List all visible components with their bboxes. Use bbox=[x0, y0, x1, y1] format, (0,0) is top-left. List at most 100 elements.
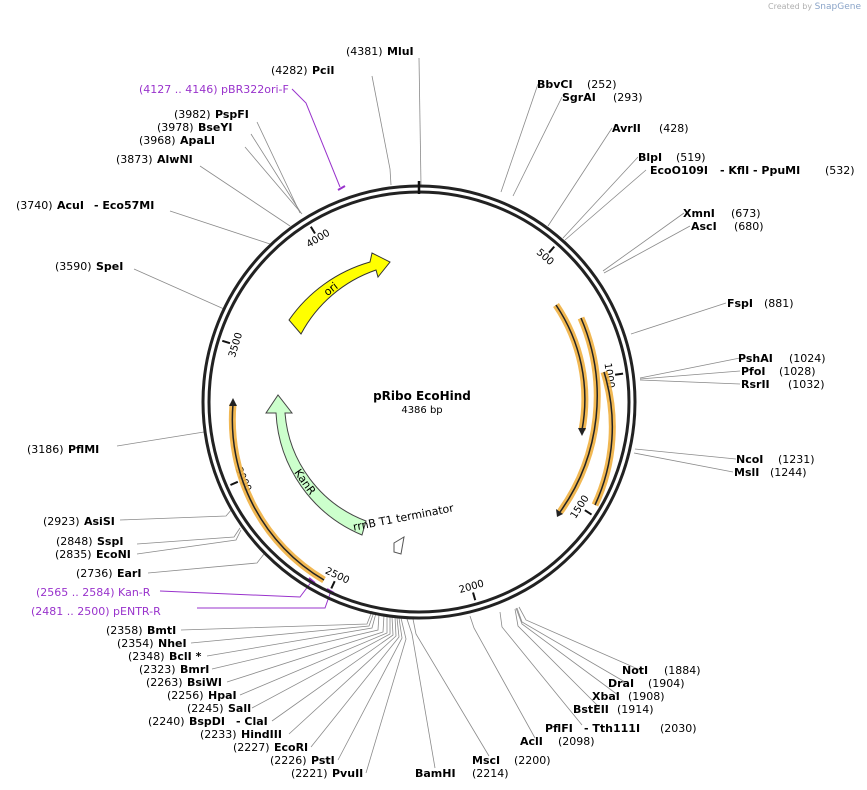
enzyme-site[interactable]: (3978)BseYI bbox=[157, 121, 232, 134]
credit-prefix: Created by bbox=[768, 2, 813, 11]
enzyme-site[interactable]: RsrII(1032) bbox=[741, 378, 825, 391]
enzyme-pos: (4381) bbox=[346, 45, 383, 58]
kanr-arrow[interactable] bbox=[265, 394, 367, 536]
primer-label[interactable]: (4127 .. 4146) pBR322ori-F bbox=[139, 83, 289, 96]
enzyme-site[interactable]: (2263)BsiWI bbox=[146, 676, 222, 689]
enzyme-name: PflFI bbox=[545, 722, 573, 735]
enzyme-name: HindIII bbox=[241, 728, 282, 741]
enzyme-site[interactable]: (2256)HpaI bbox=[167, 689, 237, 702]
enzyme-site[interactable]: (2354)NheI bbox=[117, 637, 187, 650]
enzyme-name: BsiWI bbox=[187, 676, 222, 689]
enzyme-name: AlwNI bbox=[157, 153, 193, 166]
enzyme-site[interactable]: (2221)PvuII bbox=[291, 767, 363, 780]
enzyme-site[interactable]: BstEII(1914) bbox=[573, 703, 654, 716]
enzyme-leaders bbox=[116, 57, 741, 774]
enzyme-pos: (2323) bbox=[139, 663, 176, 676]
enzyme-site[interactable]: FspI(881) bbox=[727, 297, 794, 310]
enzyme-pos: (1884) bbox=[664, 664, 701, 677]
enzyme-site[interactable]: DraI (1904) bbox=[608, 677, 685, 690]
enzyme-name: PciI bbox=[312, 64, 334, 77]
enzyme-pos: (2923) bbox=[43, 515, 80, 528]
enzyme-site[interactable]: NcoI(1231) bbox=[736, 453, 815, 466]
orf-arcs bbox=[228, 303, 616, 584]
enzyme-site[interactable]: (3873) AlwNI bbox=[116, 153, 193, 166]
enzyme-site[interactable]: (4282)PciI bbox=[271, 64, 334, 77]
enzyme-site[interactable]: NotI(1884) bbox=[622, 664, 701, 677]
enzyme-site[interactable]: (3968)ApaLI bbox=[139, 134, 215, 147]
feature-kanr[interactable]: KanR bbox=[265, 394, 367, 536]
enzyme-pos: (1032) bbox=[788, 378, 825, 391]
enzyme-site[interactable]: (2348)BclI * bbox=[128, 650, 202, 663]
enzyme-pos: (2227) bbox=[233, 741, 270, 754]
ruler-tick bbox=[548, 245, 556, 254]
enzyme-site[interactable]: (3590)SpeI bbox=[55, 260, 123, 273]
enzyme-name: BlpI bbox=[638, 151, 662, 164]
enzyme-name: PstI bbox=[311, 754, 335, 767]
rrnb-terminator-arrow[interactable] bbox=[393, 536, 405, 555]
enzyme-site[interactable]: AscI(680) bbox=[691, 220, 764, 233]
enzyme-site[interactable]: XmnI(673) bbox=[683, 207, 761, 220]
rrnb-label: rrnB T1 terminator bbox=[352, 501, 455, 533]
enzyme-pos: (3873) bbox=[116, 153, 153, 166]
enzyme-site[interactable]: (2240)BspDI- ClaI bbox=[148, 715, 268, 728]
enzyme-site[interactable]: BamHI(2214) bbox=[415, 767, 509, 780]
enzyme-site[interactable]: (2923)AsiSI bbox=[43, 515, 115, 528]
enzyme-site[interactable]: (3982)PspFI bbox=[174, 108, 249, 121]
enzyme-name: MluI bbox=[387, 45, 414, 58]
enzyme-site[interactable]: MscI (2200) bbox=[472, 754, 551, 767]
enzyme-name: PflMI bbox=[68, 443, 99, 456]
enzyme-site[interactable]: AvrII(428) bbox=[612, 122, 689, 135]
enzyme-name: PvuII bbox=[332, 767, 363, 780]
enzyme-site[interactable]: (2226)PstI bbox=[270, 754, 335, 767]
enzyme-site[interactable]: AclI (2098) bbox=[520, 735, 595, 748]
enzyme-site[interactable]: (2227)EcoRI bbox=[233, 741, 308, 754]
ruler-tick bbox=[221, 339, 231, 345]
enzyme-site[interactable]: BbvCI(252) bbox=[537, 78, 617, 91]
ruler-label: 4000 bbox=[305, 228, 332, 251]
enzyme-site[interactable]: BlpI(519) bbox=[638, 151, 706, 164]
enzyme-site[interactable]: EcoO109I- KflI - PpuMI(532) bbox=[650, 164, 855, 177]
enzyme-isoschizomer: - Eco57MI bbox=[94, 199, 154, 212]
enzyme-pos: (2200) bbox=[514, 754, 551, 767]
enzyme-site[interactable]: (3740)AcuI- Eco57MI bbox=[16, 199, 154, 212]
enzyme-pos: (2240) bbox=[148, 715, 185, 728]
enzyme-site[interactable]: PflFI- Tth111I(2030) bbox=[545, 722, 697, 735]
enzyme-pos: (2030) bbox=[660, 722, 697, 735]
ruler-label: 2500 bbox=[323, 566, 351, 587]
feature-ori[interactable]: ori bbox=[288, 252, 391, 335]
enzyme-site[interactable]: (3186)PflMI bbox=[27, 443, 99, 456]
enzyme-pos: (2358) bbox=[106, 624, 143, 637]
enzyme-name: BseYI bbox=[198, 121, 232, 134]
enzyme-site[interactable]: (2245)SalI bbox=[187, 702, 251, 715]
enzyme-site[interactable]: (2233) HindIII bbox=[200, 728, 282, 741]
enzyme-pos: (2098) bbox=[558, 735, 595, 748]
enzyme-site[interactable]: SgrAI(293) bbox=[562, 91, 643, 104]
enzyme-site[interactable]: (2848)SspI bbox=[56, 535, 123, 548]
feature-rrnb[interactable]: rrnB T1 terminator bbox=[352, 501, 455, 555]
enzyme-site[interactable]: PfoI(1028) bbox=[741, 365, 816, 378]
enzyme-pos: (2233) bbox=[200, 728, 237, 741]
ori-arrow[interactable] bbox=[288, 252, 391, 335]
enzyme-pos: (1244) bbox=[770, 466, 807, 479]
enzyme-site[interactable]: MslI(1244) bbox=[734, 466, 807, 479]
enzyme-name: DraI bbox=[608, 677, 634, 690]
enzyme-name: MscI bbox=[472, 754, 500, 767]
enzyme-site[interactable]: (2835)EcoNI bbox=[55, 548, 131, 561]
enzyme-name: SpeI bbox=[96, 260, 123, 273]
enzyme-site[interactable]: PshAI(1024) bbox=[738, 352, 826, 365]
enzyme-site[interactable]: (2358)BmtI bbox=[106, 624, 176, 637]
primer-label[interactable]: (2565 .. 2584) Kan-R bbox=[36, 586, 151, 599]
enzyme-name: BbvCI bbox=[537, 78, 573, 91]
enzyme-name: PspFI bbox=[215, 108, 249, 121]
enzyme-name: BmrI bbox=[180, 663, 209, 676]
enzyme-site[interactable]: (2736)EarI bbox=[76, 567, 141, 580]
enzyme-site[interactable]: (2323) BmrI bbox=[139, 663, 209, 676]
enzyme-site[interactable]: (4381) MluI bbox=[346, 45, 414, 58]
enzyme-site[interactable]: XbaI(1908) bbox=[592, 690, 665, 703]
enzyme-name: EcoO109I bbox=[650, 164, 708, 177]
ruler-tick bbox=[472, 592, 477, 601]
enzyme-pos: (1904) bbox=[648, 677, 685, 690]
primer-label[interactable]: (2481 .. 2500) pENTR-R bbox=[31, 605, 161, 618]
enzyme-name: AclI bbox=[520, 735, 543, 748]
